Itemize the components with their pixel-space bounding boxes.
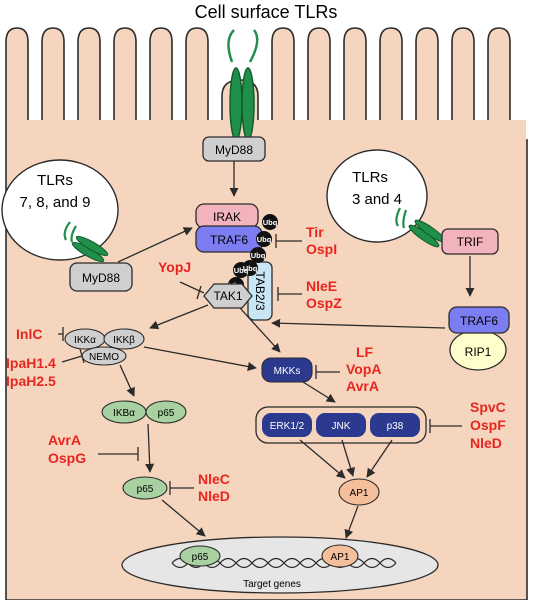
trif-node <box>441 228 499 255</box>
ap1-node <box>338 478 380 506</box>
activation-arrows <box>117 161 475 539</box>
trif-label: TRIF <box>457 235 484 249</box>
endosome-left-receptor <box>63 221 109 263</box>
inhibitor-ospi: OspI <box>306 241 337 257</box>
inhibitor-ipah14: IpaH1.4 <box>6 355 56 371</box>
tak1-label: TAK1 <box>213 289 242 303</box>
p65-free-node <box>122 476 168 500</box>
endosome-right-line2: 3 and 4 <box>352 191 402 208</box>
dna-helix-b <box>171 557 397 569</box>
jnk-label: JNK <box>332 421 351 432</box>
ubq-4: Ubq <box>243 264 258 273</box>
inhibitor-nlec: NleC <box>198 471 230 487</box>
inhibitor-avra: AvrA <box>346 378 379 394</box>
inhibitor-ipah25: IpaH2.5 <box>6 373 56 389</box>
inhibitor-avra-left: AvrA <box>48 432 81 448</box>
erk-label: ERK1/2 <box>270 421 305 432</box>
erk-node <box>262 413 312 437</box>
endosome-right-receptor <box>395 207 446 248</box>
ubq-2: Ubq <box>257 235 272 244</box>
endosome-left-line2: 7, 8, and 9 <box>20 194 91 211</box>
title: Cell surface TLRs <box>195 2 338 22</box>
ubq-3: Ubq <box>251 251 266 260</box>
traf6-right-label: TRAF6 <box>460 314 498 328</box>
ikba-label: IKBα <box>113 408 135 419</box>
myd88-top-label: MyD88 <box>215 143 253 157</box>
endosome-right <box>326 149 428 243</box>
inhibitor-inlc: InlC <box>16 326 42 342</box>
jnk-node <box>316 413 366 437</box>
myd88-left-label: MyD88 <box>82 271 120 285</box>
ubq-1: Ubq <box>263 218 278 227</box>
ikkb-label: IKKβ <box>113 335 135 346</box>
ikkb-node <box>103 328 145 350</box>
inhibitor-lf: LF <box>356 344 374 360</box>
nemo-label: NEMO <box>89 352 119 363</box>
p65-complex-label: p65 <box>158 408 175 419</box>
inhibitor-vopa: VopA <box>346 361 382 377</box>
nucleus-p65-label: p65 <box>192 552 209 563</box>
nucleus-ap1-node <box>321 544 359 568</box>
inhibitor-nled: NleD <box>198 488 230 504</box>
tab23-label: TAB2/3 <box>253 271 267 310</box>
p38-label: p38 <box>387 421 404 432</box>
p65-free-label: p65 <box>137 484 154 495</box>
inhibitor-nled-right: NleD <box>470 435 502 451</box>
tak1-node <box>203 283 253 309</box>
ikka-label: IKKα <box>74 335 96 346</box>
ap1-label: AP1 <box>350 488 369 499</box>
inhibitor-spvc: SpvC <box>470 399 506 415</box>
surface-tlr-receptor <box>227 29 259 141</box>
inhibition-lines <box>58 234 462 495</box>
mapk-box <box>255 406 427 444</box>
rip1-label: RIP1 <box>465 345 492 359</box>
inhibitor-ospf: OspF <box>470 417 506 433</box>
nucleus-p65-node <box>179 545 221 567</box>
inhibitor-yopj: YopJ <box>158 259 191 275</box>
traf6-label: TRAF6 <box>210 233 248 247</box>
p65-complex-node <box>145 400 187 424</box>
irak-label: IRAK <box>213 210 241 224</box>
endosome-left <box>1 159 119 261</box>
nucleus-ap1-label: AP1 <box>331 552 350 563</box>
endosome-left-line1: TLRs <box>37 172 73 189</box>
inhibitor-ospg: OspG <box>48 450 86 466</box>
mkks-node <box>261 357 313 383</box>
ubiquitin-chain: Ubq Ubq Ubq Ubq Ubq Ubq <box>228 214 278 293</box>
inhibitor-tir: Tir <box>306 224 324 240</box>
inhibitor-nlee: NleE <box>306 278 337 294</box>
myd88-left-node <box>69 262 133 292</box>
p38-node <box>370 413 420 437</box>
target-genes-label: Target genes <box>243 579 301 590</box>
traf6-right-node <box>448 306 510 334</box>
mkks-label: MKKs <box>274 366 301 377</box>
inhibitor-ospz: OspZ <box>306 295 342 311</box>
endosome-right-line1: TLRs <box>352 169 388 186</box>
ubq-5: Ubq <box>234 266 249 275</box>
